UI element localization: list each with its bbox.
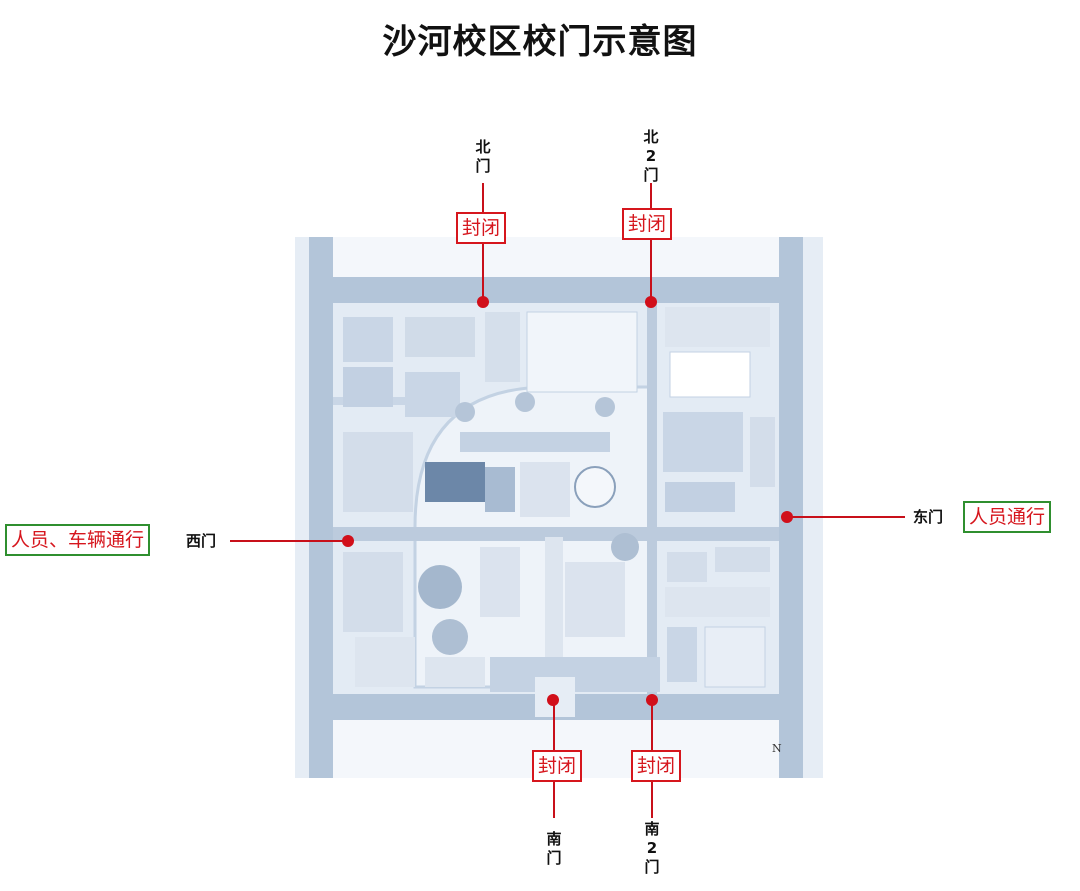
north2-gate-leader (650, 183, 652, 303)
north-gate-name: 北门 (475, 138, 491, 175)
south-gate-name: 南门 (546, 830, 562, 867)
east-gate-marker[interactable] (781, 511, 793, 523)
north2-gate-marker[interactable] (645, 296, 657, 308)
east-gate-leader (787, 516, 905, 518)
north-gate-status: 封闭 (456, 212, 507, 244)
north-road (295, 277, 823, 303)
campus-map (295, 237, 823, 778)
north2-gate-status: 封闭 (622, 208, 673, 240)
west-gate-leader (230, 540, 348, 542)
west-road (309, 237, 333, 778)
south2-gate-status: 封闭 (631, 750, 682, 782)
west-gate-name: 西门 (186, 532, 217, 550)
compass-north: N (772, 742, 782, 755)
east-road (779, 237, 803, 778)
south-gate-marker[interactable] (547, 694, 559, 706)
south2-gate-marker[interactable] (646, 694, 658, 706)
page-title: 沙河校区校门示意图 (382, 22, 698, 62)
west-gate-status: 人员、车辆通行 (5, 524, 151, 556)
south-gate-status: 封闭 (532, 750, 583, 782)
west-gate-marker[interactable] (342, 535, 354, 547)
east-gate-status: 人员通行 (963, 501, 1052, 533)
east-gate-name: 东门 (913, 508, 944, 526)
north-gate-marker[interactable] (477, 296, 489, 308)
